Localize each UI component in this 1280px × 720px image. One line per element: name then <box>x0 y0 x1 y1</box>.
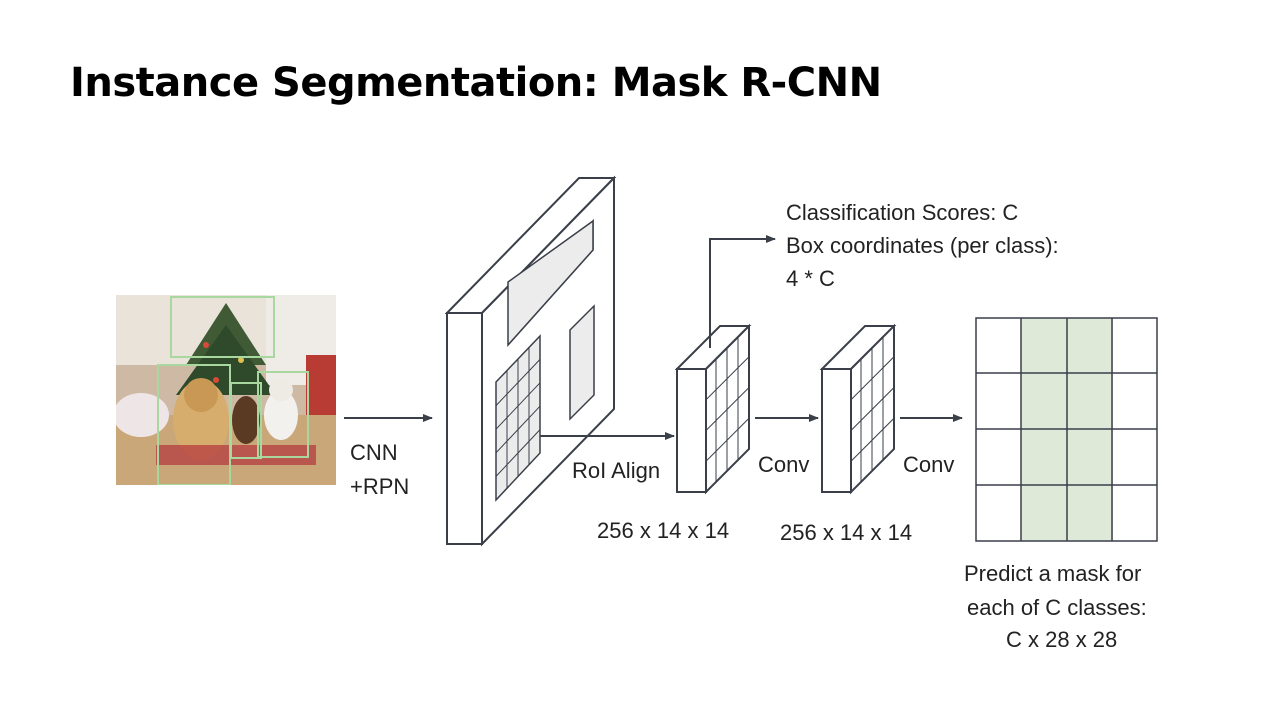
conv-feature-block <box>819 323 897 495</box>
rpn-label: +RPN <box>350 474 410 499</box>
arrow-classification <box>709 235 776 348</box>
dim-label-2: 256 x 14 x 14 <box>780 520 913 545</box>
mask-grid <box>975 317 1158 542</box>
mask-caption-line-2: each of C classes: <box>967 595 1147 620</box>
conv-label-1: Conv <box>758 452 810 477</box>
cnn-label: CNN <box>350 440 398 465</box>
roi-feature-block <box>674 323 752 495</box>
box-coordinates-count: 4 * C <box>786 266 835 291</box>
box-coordinates-label: Box coordinates (per class): <box>786 233 1059 258</box>
conv-label-2: Conv <box>903 452 955 477</box>
dim-label-1: 256 x 14 x 14 <box>597 518 730 543</box>
roi-align-label: RoI Align <box>572 458 661 483</box>
mask-caption-line-3: C x 28 x 28 <box>1006 627 1118 652</box>
input-image <box>116 295 336 485</box>
feature-map-block <box>444 175 617 547</box>
mask-caption-line-1: Predict a mask for <box>964 561 1142 586</box>
slide-title: Instance Segmentation: Mask R-CNN <box>70 60 882 106</box>
classification-scores-label: Classification Scores: C <box>786 200 1019 225</box>
